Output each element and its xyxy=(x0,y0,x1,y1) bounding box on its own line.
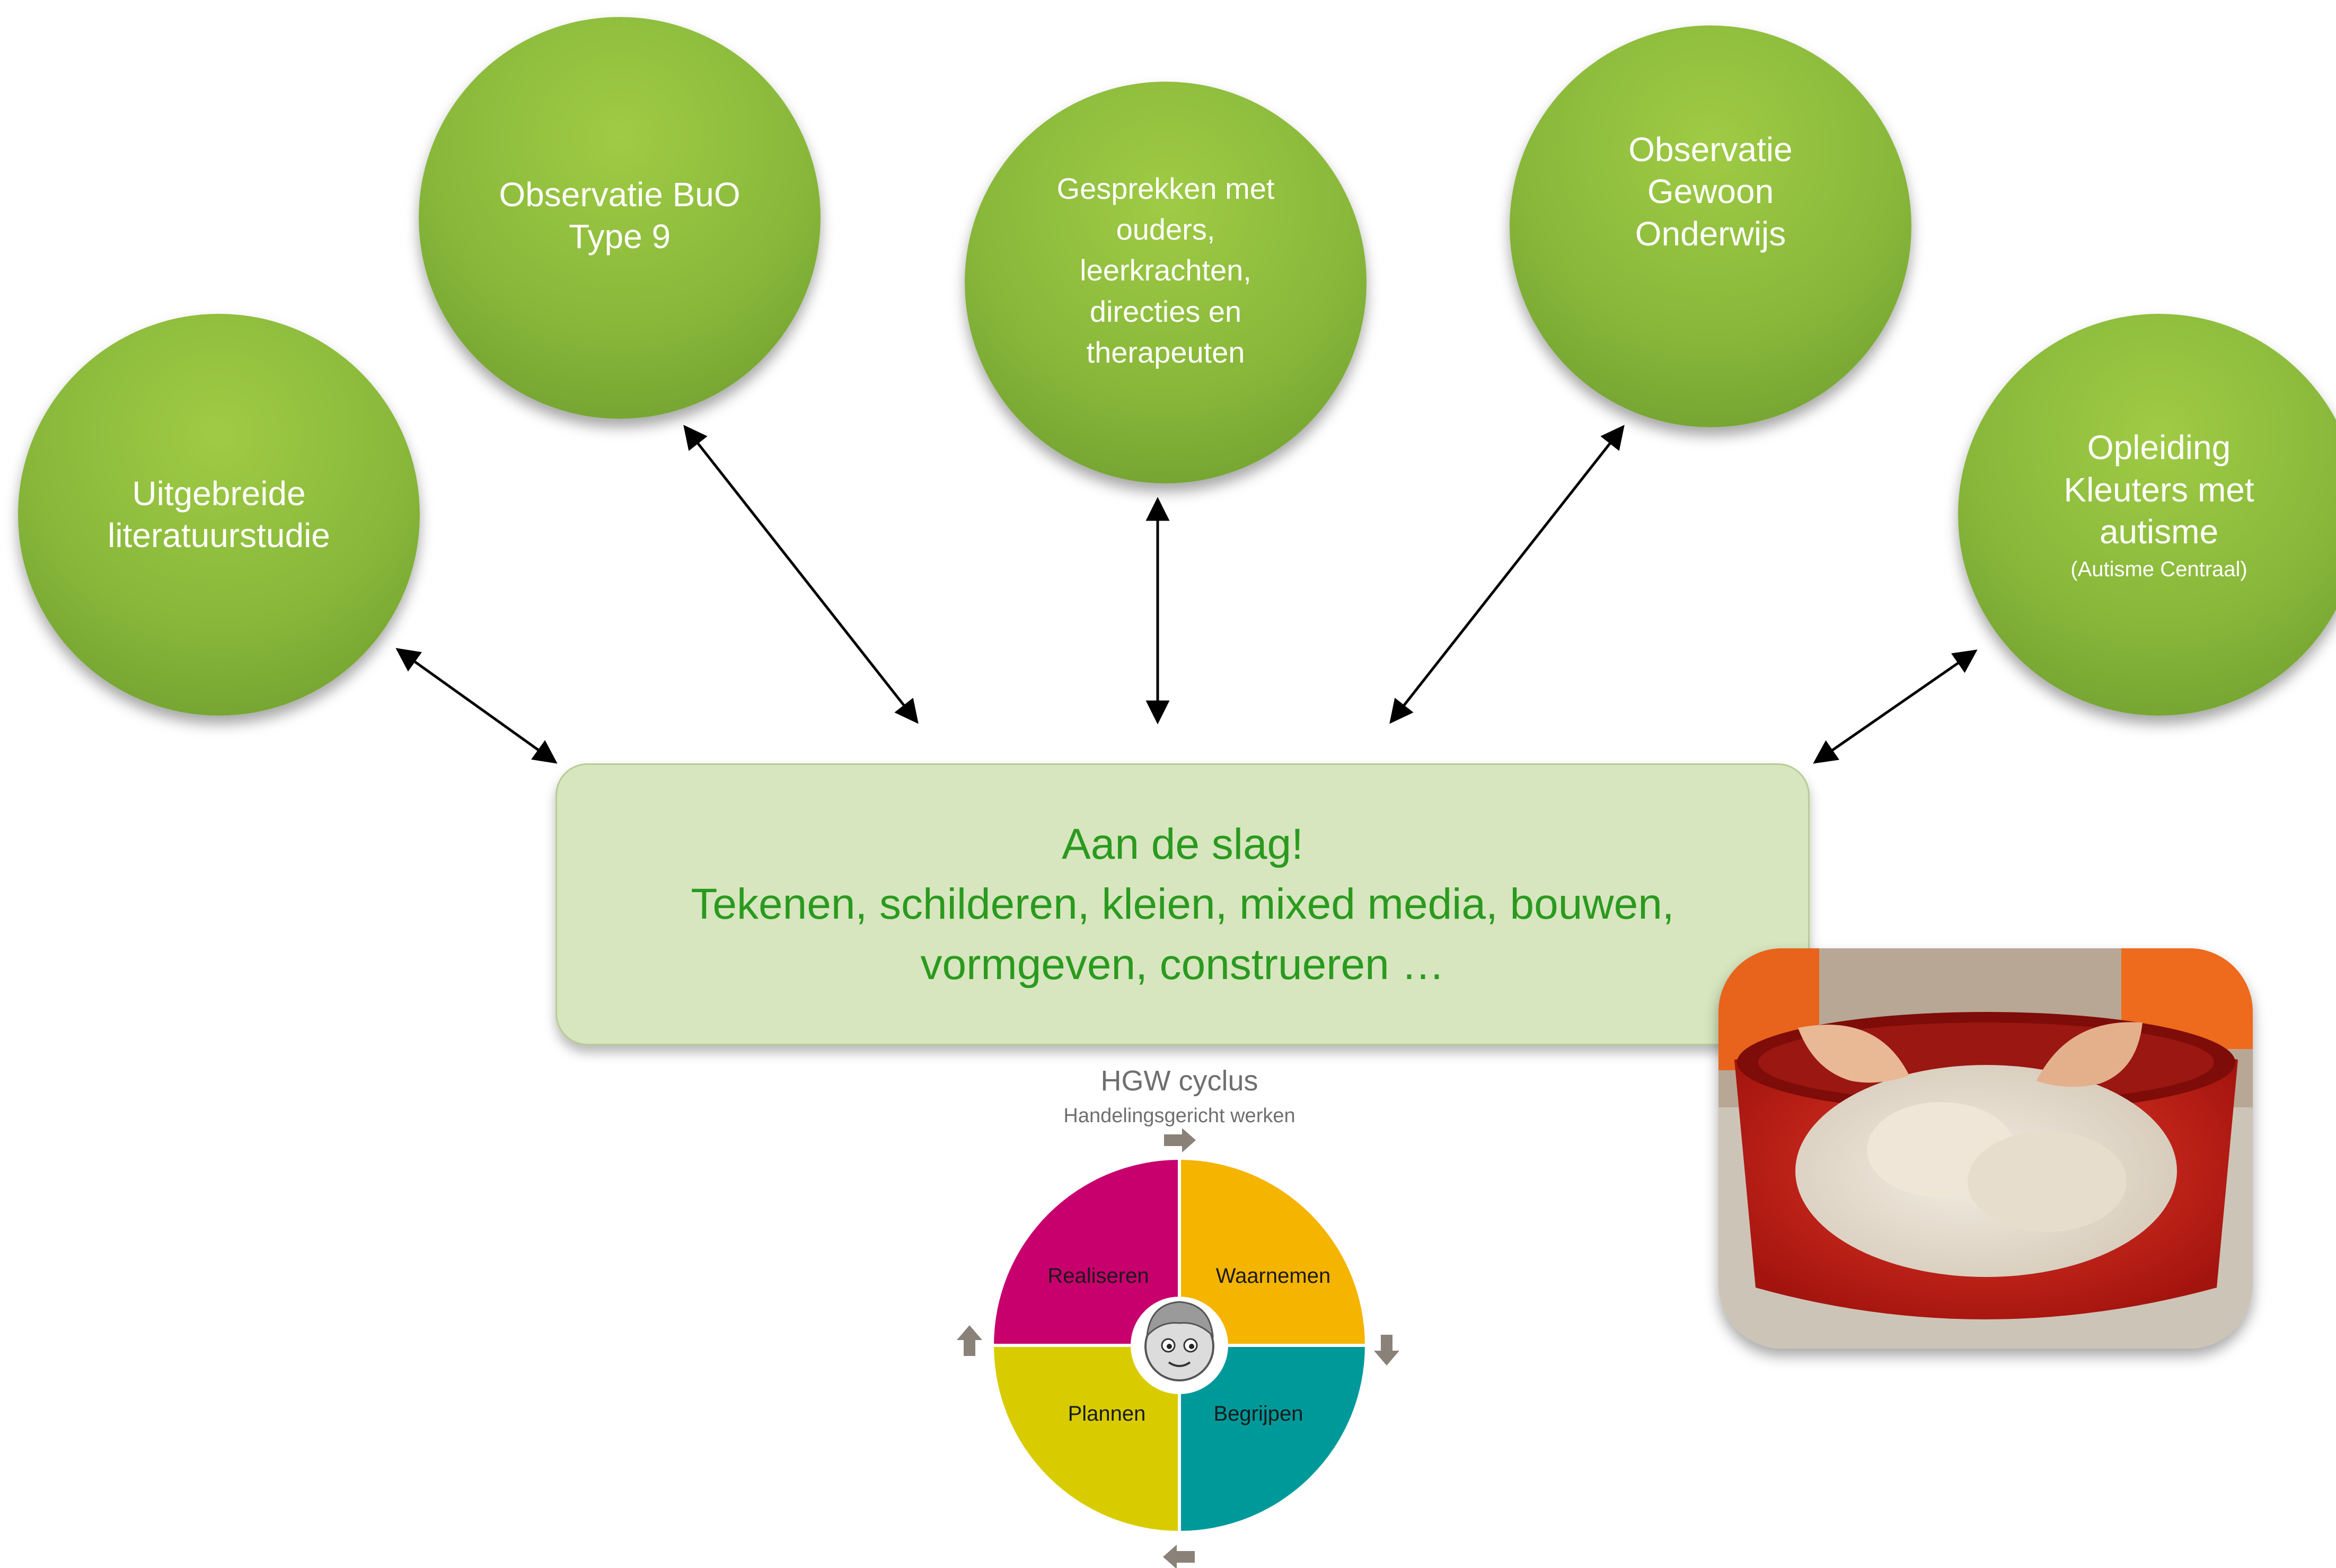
quadrant-waarnemen xyxy=(1179,1160,1365,1345)
circle-observation-buo: Observatie BuO Type 9 xyxy=(419,17,821,419)
label-waarnemen: Waarnemen xyxy=(1216,1264,1330,1288)
circle-conversations: Gesprekken met ouders, leerkrachten, dir… xyxy=(965,82,1367,483)
circle-literature: Uitgebreide literatuurstudie xyxy=(18,314,420,716)
hgw-cycle-diagram: Realiseren Waarnemen Plannen Begrijpen xyxy=(957,1128,1399,1568)
circle-conversations-label: Gesprekken met ouders, leerkrachten, dir… xyxy=(1056,171,1275,369)
circle-training: Opleiding Kleuters met autisme (Autisme … xyxy=(1958,314,2336,716)
quadrant-realiseren xyxy=(994,1160,1179,1345)
circle-training-label: Opleiding Kleuters met autisme xyxy=(2064,428,2254,551)
circle-observation-regular-label: Observatie Gewoon Onderwijs xyxy=(1628,130,1793,253)
label-begrijpen: Begrijpen xyxy=(1213,1402,1303,1425)
circle-observation-regular: Observatie Gewoon Onderwijs xyxy=(1510,25,1911,427)
arrow-training xyxy=(1813,649,1978,764)
hgw-title: HGW cyclus xyxy=(1100,1065,1258,1097)
quadrant-begrijpen xyxy=(1179,1345,1365,1531)
action-line-3: vormgeven, construeren … xyxy=(920,940,1445,989)
clay-photo-image xyxy=(1718,948,2253,1349)
hgw-subtitle: Handelingsgericht werken xyxy=(1063,1105,1295,1127)
cycle-arrow-left-icon xyxy=(1163,1545,1195,1568)
cycle-arrow-down-icon xyxy=(1374,1335,1399,1366)
child-face-icon xyxy=(1131,1297,1228,1394)
action-line-1: Aan de slag! xyxy=(1062,820,1303,869)
cycle-arrow-up-icon xyxy=(957,1325,982,1356)
action-box: Aan de slag! Tekenen, schilderen, kleien… xyxy=(556,763,1810,1045)
arrow-literature xyxy=(395,648,558,764)
circle-observation-buo-label: Observatie BuO Type 9 xyxy=(499,175,741,256)
cycle-arrow-right-icon xyxy=(1164,1128,1196,1152)
circle-literature-label: Uitgebreide literatuurstudie xyxy=(108,474,330,554)
label-realiseren: Realiseren xyxy=(1047,1264,1149,1288)
quadrant-plannen xyxy=(994,1345,1179,1531)
action-line-2: Tekenen, schilderen, kleien, mixed media… xyxy=(691,880,1674,929)
circle-training-sub: (Autisme Centraal) xyxy=(2070,557,2247,581)
arrow-observation-buo xyxy=(683,425,919,724)
label-plannen: Plannen xyxy=(1068,1402,1146,1425)
arrow-observation-regular xyxy=(1389,425,1625,724)
clay-photo xyxy=(1718,948,2253,1349)
